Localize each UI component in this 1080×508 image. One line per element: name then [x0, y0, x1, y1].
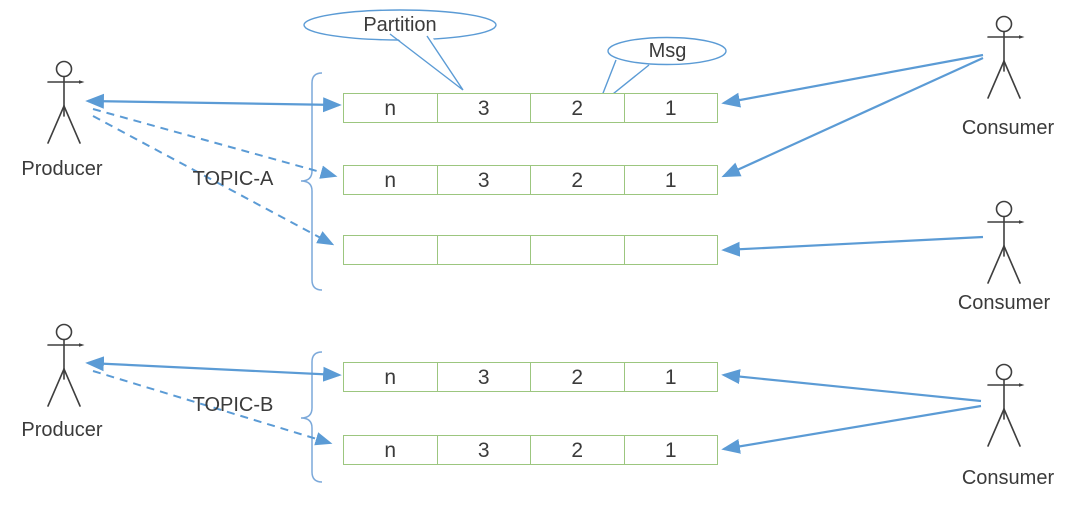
producer-arrow-topic-a-p3: [92, 115, 335, 246]
producer-arrow-topic-b-p1: [85, 356, 342, 382]
partition-cell: n: [344, 166, 438, 194]
topic-b-brace: [300, 351, 323, 483]
producer-arrow-topic-a-p2: [92, 108, 338, 179]
producer-arrow-topic-a-p1: [85, 93, 342, 113]
partition-row: n 3 2 1: [343, 435, 718, 465]
partition-cell: 3: [438, 363, 531, 391]
consumer-icon: [987, 15, 1026, 99]
partition-cell: 1: [664, 438, 677, 462]
partition-cell: 2: [531, 436, 625, 464]
partition-cell: n: [344, 94, 438, 122]
consumer-icon: [987, 200, 1026, 284]
producer-icon: [47, 60, 86, 144]
consumer-arrow-topic-b-p1: [721, 369, 982, 403]
producer-label: Producer: [21, 158, 103, 180]
topic-b-label: TOPIC-B: [192, 394, 274, 416]
partition-cell: 3: [438, 166, 531, 194]
partition-cell: 2: [531, 363, 625, 391]
partition-row: n 3 2 1: [343, 93, 718, 123]
consumer-label: Consumer: [957, 292, 1051, 314]
topic-a-label: TOPIC-A: [192, 168, 274, 190]
consumer-arrow-topic-a-p2: [721, 56, 984, 178]
partition-cell: [344, 236, 438, 264]
partition-cell: 1: [664, 365, 677, 389]
partition-row: n 3 2 1: [343, 362, 718, 392]
partition-cell: [438, 236, 531, 264]
consumer-label: Consumer: [961, 467, 1055, 489]
partition-cell: 1: [664, 96, 677, 120]
partition-cell: 1: [664, 168, 677, 192]
consumer-arrow-topic-b-p2: [721, 404, 982, 454]
partition-cell: 2: [531, 166, 625, 194]
partition-cell: 2: [531, 94, 625, 122]
partition-cell: [531, 236, 625, 264]
msg-callout-label: Msg: [648, 40, 687, 62]
partition-cell: [625, 236, 718, 264]
partition-cell: n: [344, 436, 438, 464]
producer-icon: [47, 323, 86, 407]
partition-row: n 3 2 1: [343, 165, 718, 195]
partition-cell: 3: [438, 94, 531, 122]
partition-callout-label: Partition: [363, 14, 437, 36]
consumer-arrow-topic-a-p3: [721, 235, 984, 257]
consumer-label: Consumer: [961, 117, 1055, 139]
partition-cell: n: [344, 363, 438, 391]
partition-callout: [303, 9, 497, 91]
producer-label: Producer: [21, 419, 103, 441]
partition-cell: 3: [438, 436, 531, 464]
consumer-icon: [987, 363, 1026, 447]
consumer-arrow-topic-a-p1: [721, 53, 984, 108]
partition-row: [343, 235, 718, 265]
topic-a-brace: [300, 72, 323, 291]
